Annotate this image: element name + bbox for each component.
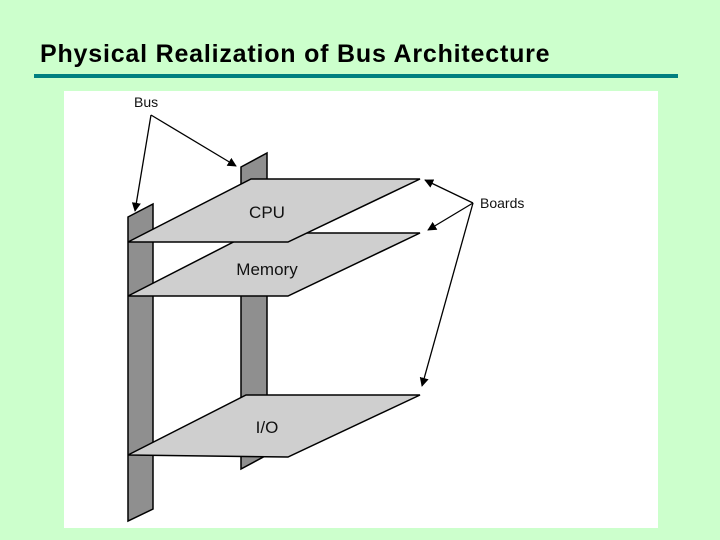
board-io: I/O <box>127 394 421 458</box>
title-rule <box>34 74 678 78</box>
bus-arrow-front <box>131 114 152 212</box>
boards-arrow-cpu <box>424 179 474 204</box>
bus-post-front <box>127 202 154 523</box>
board-cpu: CPU <box>127 178 421 243</box>
boards-arrow-io <box>419 202 474 387</box>
board-memory-label: Memory <box>236 260 298 279</box>
boards-label: Boards <box>480 195 524 211</box>
board-cpu-label: CPU <box>249 203 285 222</box>
boards-arrow-memory <box>427 202 474 231</box>
bus-label: Bus <box>134 94 158 110</box>
bus-arrow-back <box>150 114 237 167</box>
bus-architecture-diagram: I/O Memory CPU Bus Boards <box>127 94 524 523</box>
board-memory: Memory <box>127 232 421 297</box>
diagram-panel: I/O Memory CPU Bus Boards <box>64 91 658 528</box>
board-io-label: I/O <box>256 418 279 437</box>
slide-title: Physical Realization of Bus Architecture <box>40 40 551 68</box>
